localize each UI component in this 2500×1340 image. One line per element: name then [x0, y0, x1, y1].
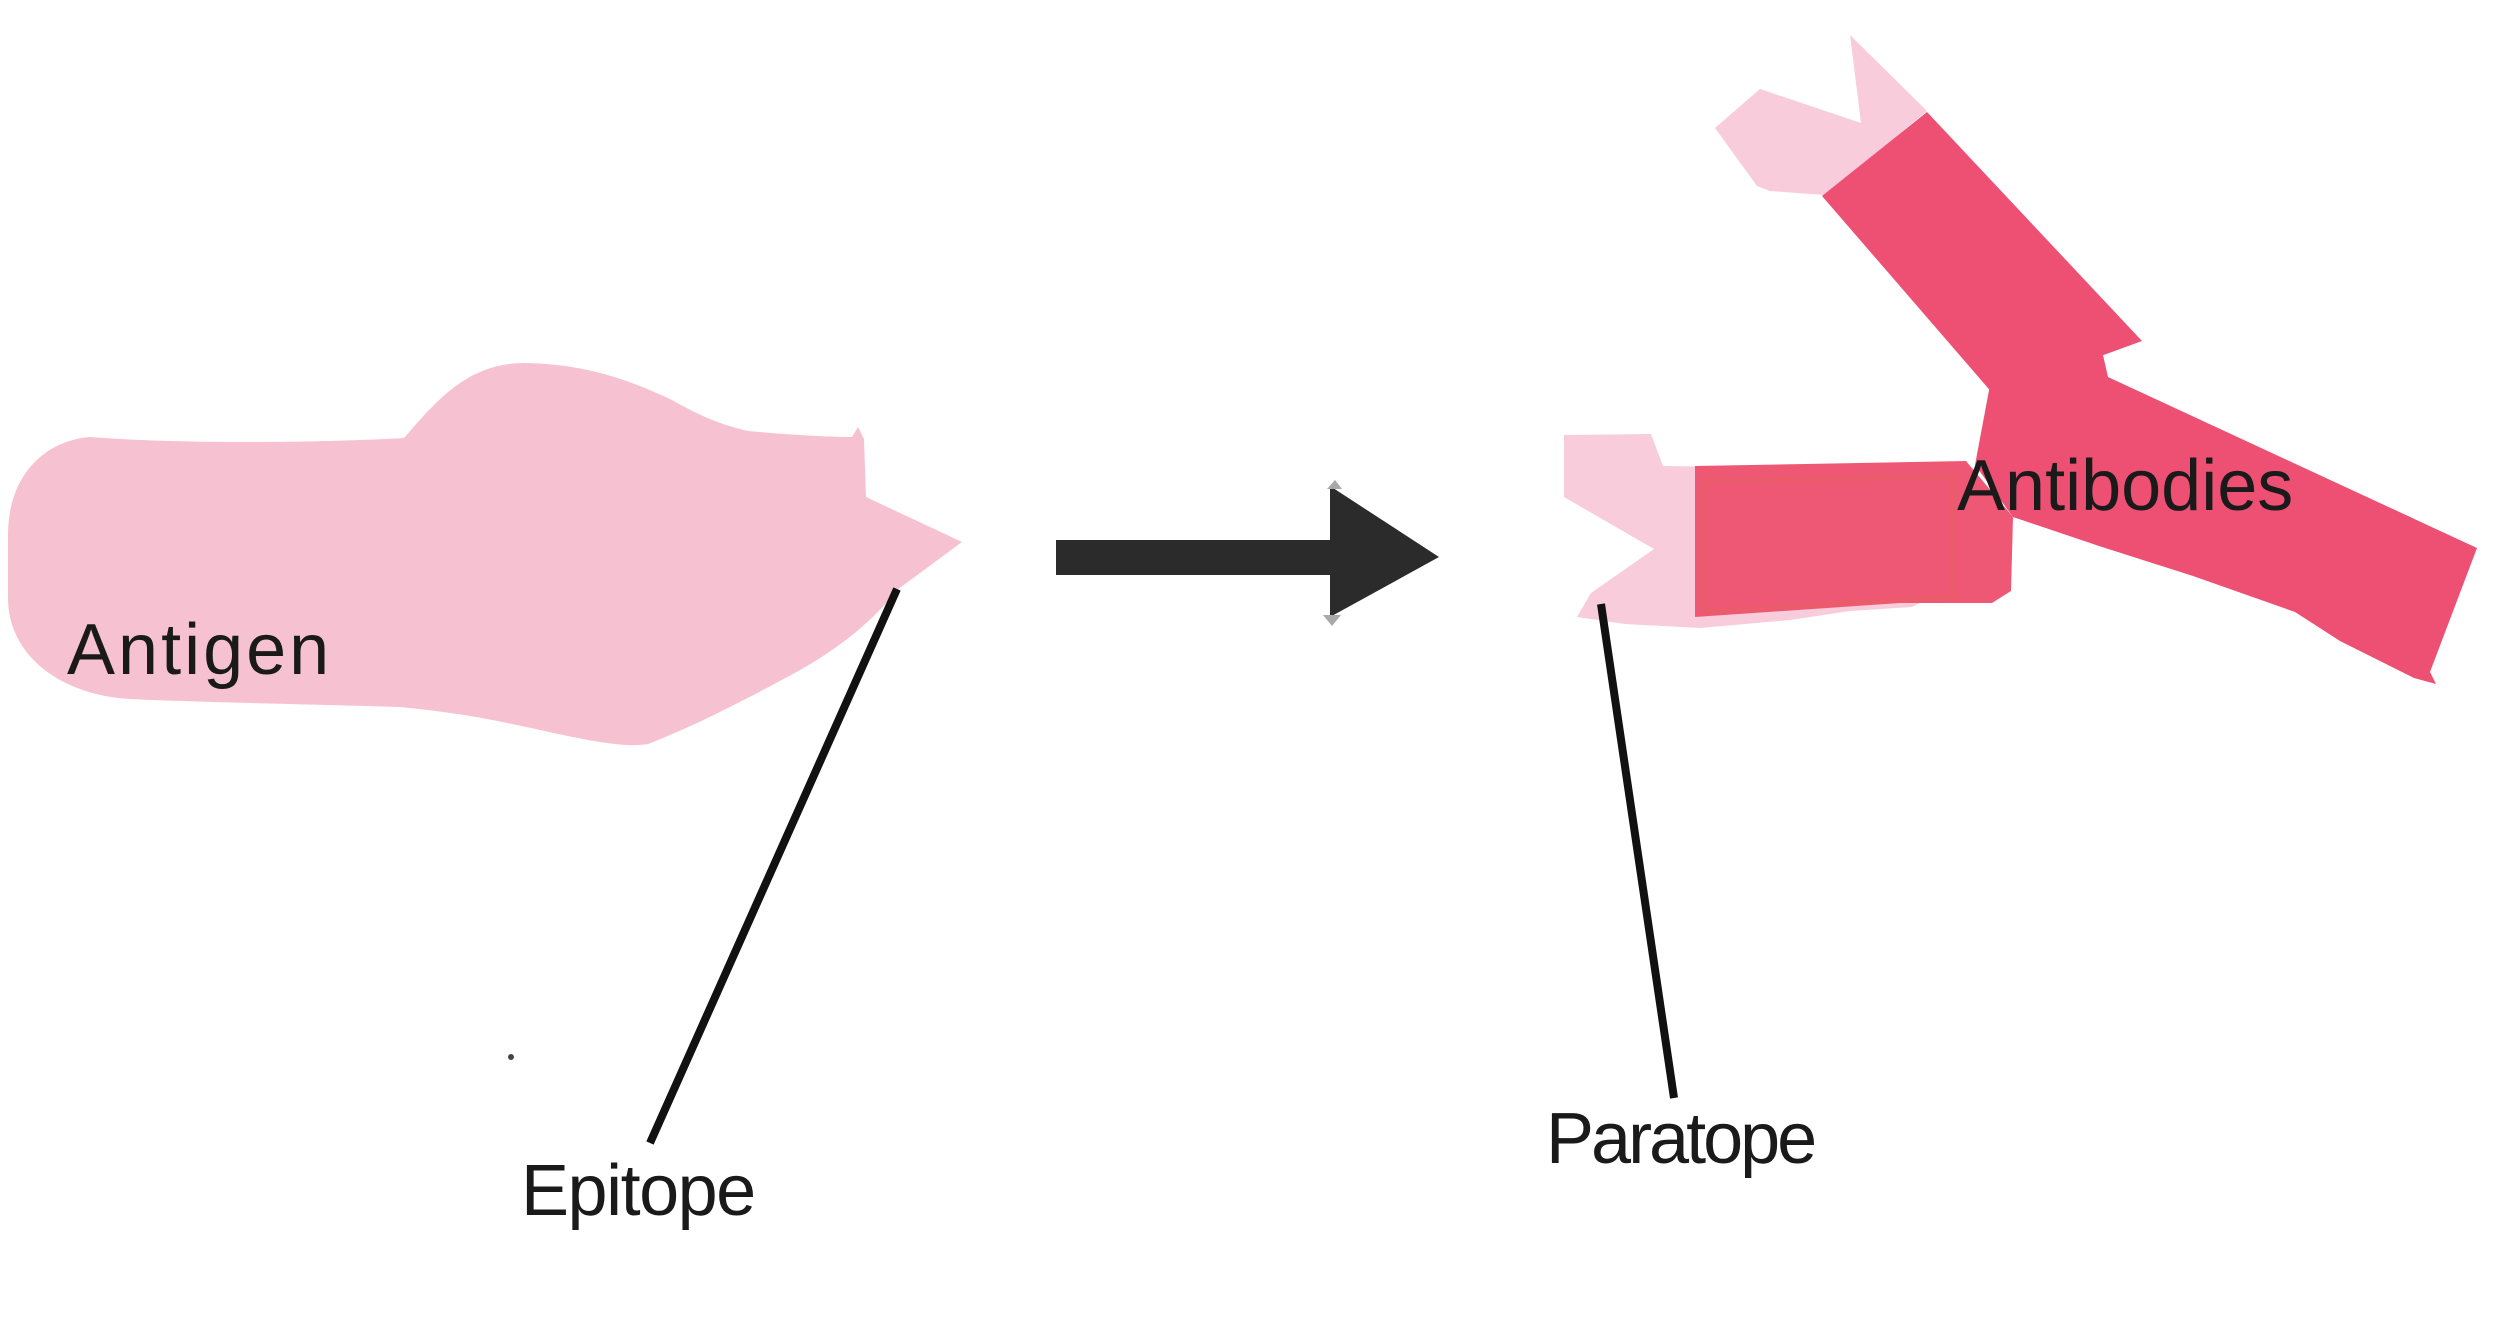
svg-text:Paratope: Paratope [1546, 1099, 1814, 1179]
svg-text:Antigen: Antigen [67, 610, 332, 690]
svg-text:Antibodies: Antibodies [1957, 446, 2293, 526]
svg-text:Epitope: Epitope [521, 1151, 755, 1231]
